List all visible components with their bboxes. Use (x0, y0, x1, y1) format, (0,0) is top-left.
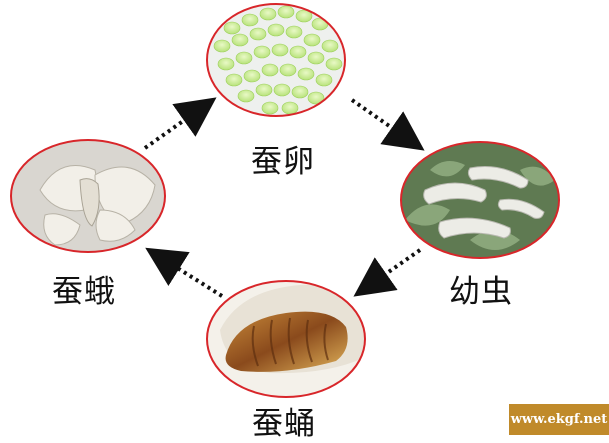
cycle-arrows (145, 100, 420, 296)
pupa-photo (205, 280, 370, 400)
arrow-pupa-to-moth (152, 252, 222, 296)
label-moth: 蚕蛾 (52, 266, 116, 311)
arrow-egg-to-larva (352, 100, 418, 146)
arrow-larva-to-pupa (360, 250, 420, 292)
arrow-moth-to-egg (145, 102, 210, 148)
label-larva: 幼虫 (449, 266, 513, 311)
egg-photo (200, 0, 360, 120)
label-egg: 蚕卵 (251, 136, 315, 181)
watermark: www.ekgf.net (509, 404, 609, 435)
larva-photo (398, 140, 563, 260)
moth-photo (10, 140, 170, 255)
label-pupa: 蚕蛹 (252, 398, 316, 443)
